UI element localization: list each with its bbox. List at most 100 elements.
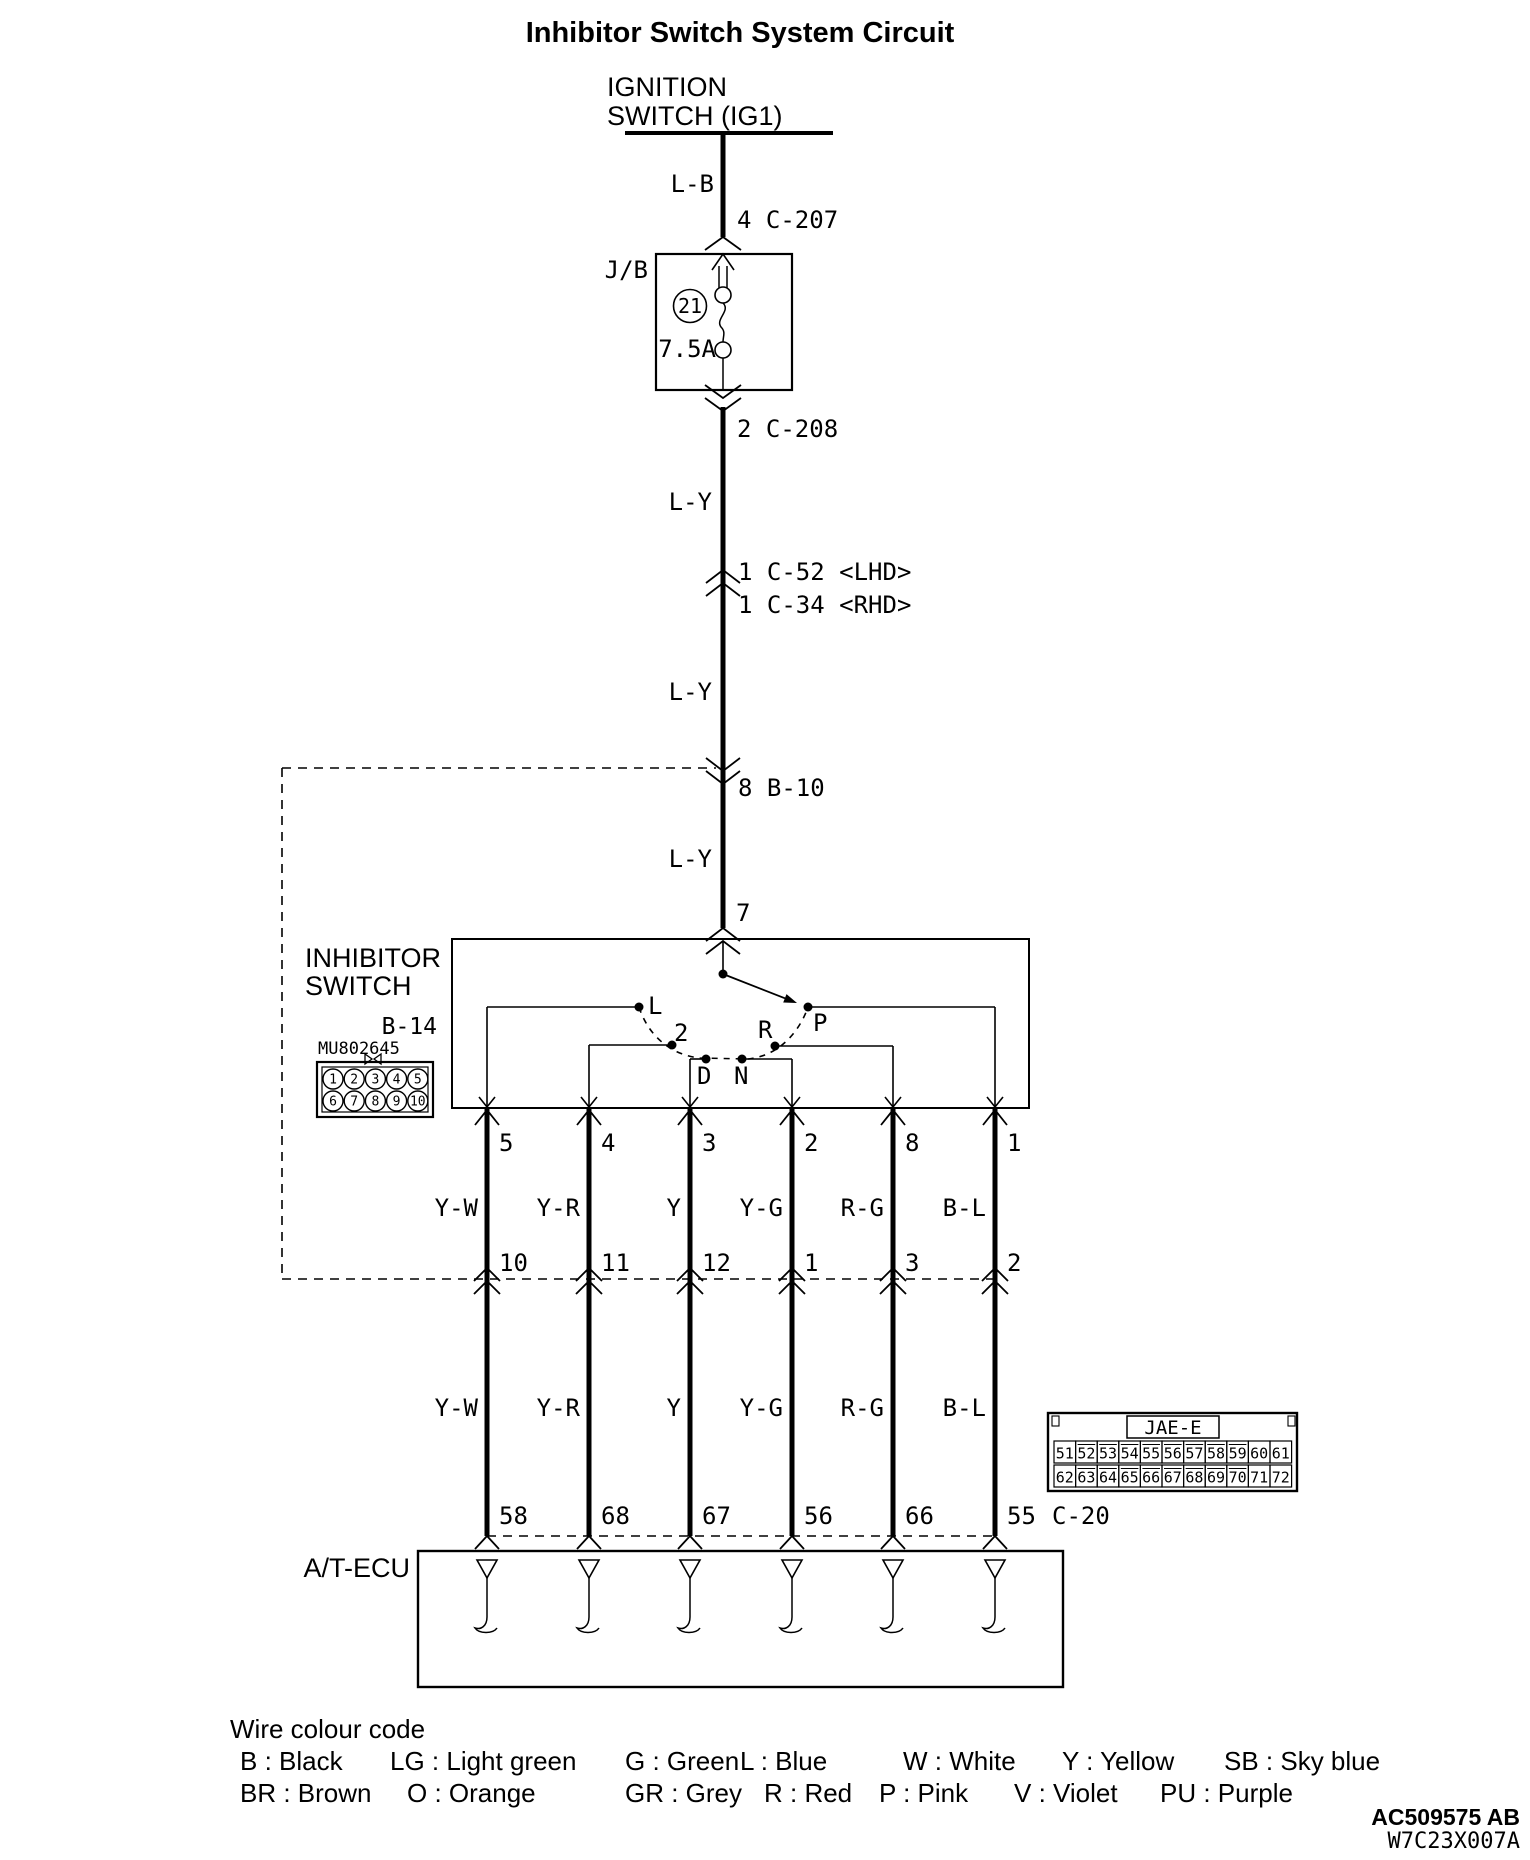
ecu-pin-triangle-icon bbox=[678, 1559, 702, 1580]
wire-color-lb: L-B bbox=[671, 170, 714, 198]
jae-cell-number: 70 bbox=[1229, 1469, 1247, 1487]
terminal-mark-icon bbox=[474, 1534, 500, 1550]
wire-color-upper: B-L bbox=[943, 1194, 986, 1222]
jae-cell-number: 61 bbox=[1272, 1445, 1290, 1463]
connector-c52-lhd: 1 C-52 <LHD> bbox=[738, 558, 911, 586]
legend-entry: V : Violet bbox=[1014, 1778, 1118, 1808]
connector-mark-b10-b bbox=[705, 770, 741, 786]
connector-mark-c52-b bbox=[705, 581, 741, 597]
wire-color-ly-2: L-Y bbox=[669, 678, 713, 706]
wire-color-lower: Y-R bbox=[537, 1394, 581, 1422]
b14-pin-number: 4 bbox=[393, 1073, 401, 1088]
pin-arrow-icon bbox=[681, 1096, 699, 1109]
jae-cell-number: 56 bbox=[1164, 1445, 1182, 1463]
jae-cell-number: 66 bbox=[1142, 1469, 1160, 1487]
terminal-mark-icon bbox=[677, 1534, 703, 1550]
b14-pin-circle bbox=[322, 1068, 344, 1090]
terminal-mark-icon bbox=[576, 1108, 602, 1126]
connector-mark-b10-a bbox=[705, 757, 741, 773]
connector-id-b14: B-14 bbox=[382, 1014, 437, 1040]
b14-pin-number: 10 bbox=[410, 1095, 426, 1110]
ecu-pin-number: 68 bbox=[601, 1502, 630, 1530]
ecu-pin-number: 67 bbox=[702, 1502, 731, 1530]
intermediate-pin-number: 12 bbox=[702, 1249, 731, 1277]
fuse-number-circle bbox=[672, 288, 708, 324]
switch-position-label: R bbox=[758, 1016, 773, 1044]
jae-cell-number: 67 bbox=[1164, 1469, 1182, 1487]
pin-arrow-icon bbox=[884, 1096, 902, 1109]
jae-cell-number: 64 bbox=[1099, 1469, 1117, 1487]
jae-cell-number: 65 bbox=[1121, 1469, 1139, 1487]
switch-position-dot bbox=[701, 1054, 711, 1064]
b14-pin-number: 1 bbox=[329, 1073, 337, 1088]
pin-arrow-icon bbox=[580, 1096, 598, 1109]
fuse-arrow-icon bbox=[711, 252, 735, 271]
switch-arm bbox=[722, 973, 786, 1000]
ecu-pin-number: 56 bbox=[804, 1502, 833, 1530]
terminal-mark-icon bbox=[474, 1108, 500, 1126]
connector-mark-icon bbox=[676, 1279, 704, 1295]
b14-pin-number: 7 bbox=[350, 1095, 358, 1110]
jae-cell-number: 63 bbox=[1077, 1469, 1095, 1487]
legend-entry: W : White bbox=[903, 1746, 1016, 1776]
switch-position-dot bbox=[737, 1054, 747, 1064]
jae-cell-number: 52 bbox=[1077, 1445, 1095, 1463]
legend-entry: G : Green bbox=[625, 1746, 739, 1776]
b14-pin-number: 3 bbox=[371, 1073, 379, 1088]
jae-cell-number: 54 bbox=[1121, 1445, 1139, 1463]
fuse-rating: 7.5A bbox=[658, 335, 716, 363]
jae-cell-number: 59 bbox=[1229, 1445, 1247, 1463]
b14-pin-number: 9 bbox=[393, 1095, 401, 1110]
jae-label: JAE-E bbox=[1144, 1417, 1201, 1439]
switch-pin-number: 4 bbox=[601, 1129, 615, 1157]
fuse-element-icon bbox=[718, 302, 726, 343]
legend-entry: O : Orange bbox=[407, 1778, 536, 1808]
jae-cell-number: 72 bbox=[1272, 1469, 1290, 1487]
switch-pin-number: 2 bbox=[804, 1129, 818, 1157]
connector-c207: 4 C-207 bbox=[737, 206, 838, 234]
b14-pin-circle bbox=[364, 1068, 387, 1090]
legend-entry: BR : Brown bbox=[240, 1778, 372, 1808]
switch-position-label: L bbox=[648, 992, 662, 1020]
wire-color-lower: B-L bbox=[943, 1394, 986, 1422]
wire-color-lower: Y-G bbox=[740, 1394, 783, 1422]
terminal-mark-icon bbox=[677, 1108, 703, 1126]
b14-pin-circle bbox=[407, 1068, 429, 1090]
fuse-number: 21 bbox=[678, 294, 702, 318]
pin-arrow-icon bbox=[478, 1096, 496, 1109]
connector-c208: 2 C-208 bbox=[737, 415, 838, 443]
b14-pin-number: 8 bbox=[371, 1095, 379, 1110]
wire-color-ly-1: L-Y bbox=[669, 488, 713, 516]
intermediate-pin-number: 10 bbox=[499, 1249, 528, 1277]
jae-cell-number: 69 bbox=[1207, 1469, 1225, 1487]
terminal-mark-icon bbox=[880, 1108, 906, 1126]
terminal-mark-icon bbox=[982, 1108, 1008, 1126]
jae-cell-number: 55 bbox=[1142, 1445, 1160, 1463]
switch-pin-number: 3 bbox=[702, 1129, 716, 1157]
b14-pin-circle bbox=[343, 1090, 365, 1112]
switch-position-arc bbox=[638, 1006, 809, 1060]
junction-block-box bbox=[654, 252, 794, 392]
legend-entry: LG : Light green bbox=[390, 1746, 576, 1776]
connector-mark-icon bbox=[981, 1266, 1009, 1282]
jae-cell-number: 60 bbox=[1250, 1445, 1268, 1463]
drawing-code: W7C23X007A bbox=[1388, 1829, 1520, 1854]
connector-mark-icon bbox=[676, 1266, 704, 1282]
jae-cell bbox=[1269, 1440, 1293, 1464]
legend-entry: GR : Grey bbox=[625, 1778, 742, 1808]
jae-cell-number: 62 bbox=[1056, 1469, 1074, 1487]
ecu-pin-triangle-icon bbox=[577, 1559, 601, 1580]
legend-entry: PU : Purple bbox=[1160, 1778, 1293, 1808]
wire-color-lower: R-G bbox=[841, 1394, 884, 1422]
b14-pin-circle bbox=[407, 1090, 429, 1112]
legend-entry: B : Black bbox=[240, 1746, 344, 1776]
terminal-mark-icon bbox=[779, 1108, 805, 1126]
b14-pin-circle bbox=[364, 1090, 387, 1112]
intermediate-pin-number: 3 bbox=[905, 1249, 919, 1277]
switch-pin-number: 5 bbox=[499, 1129, 513, 1157]
ignition-switch-label-2: SWITCH (IG1) bbox=[607, 101, 783, 131]
ecu-pin-triangle-icon bbox=[780, 1559, 804, 1580]
wire-color-upper: R-G bbox=[841, 1194, 884, 1222]
